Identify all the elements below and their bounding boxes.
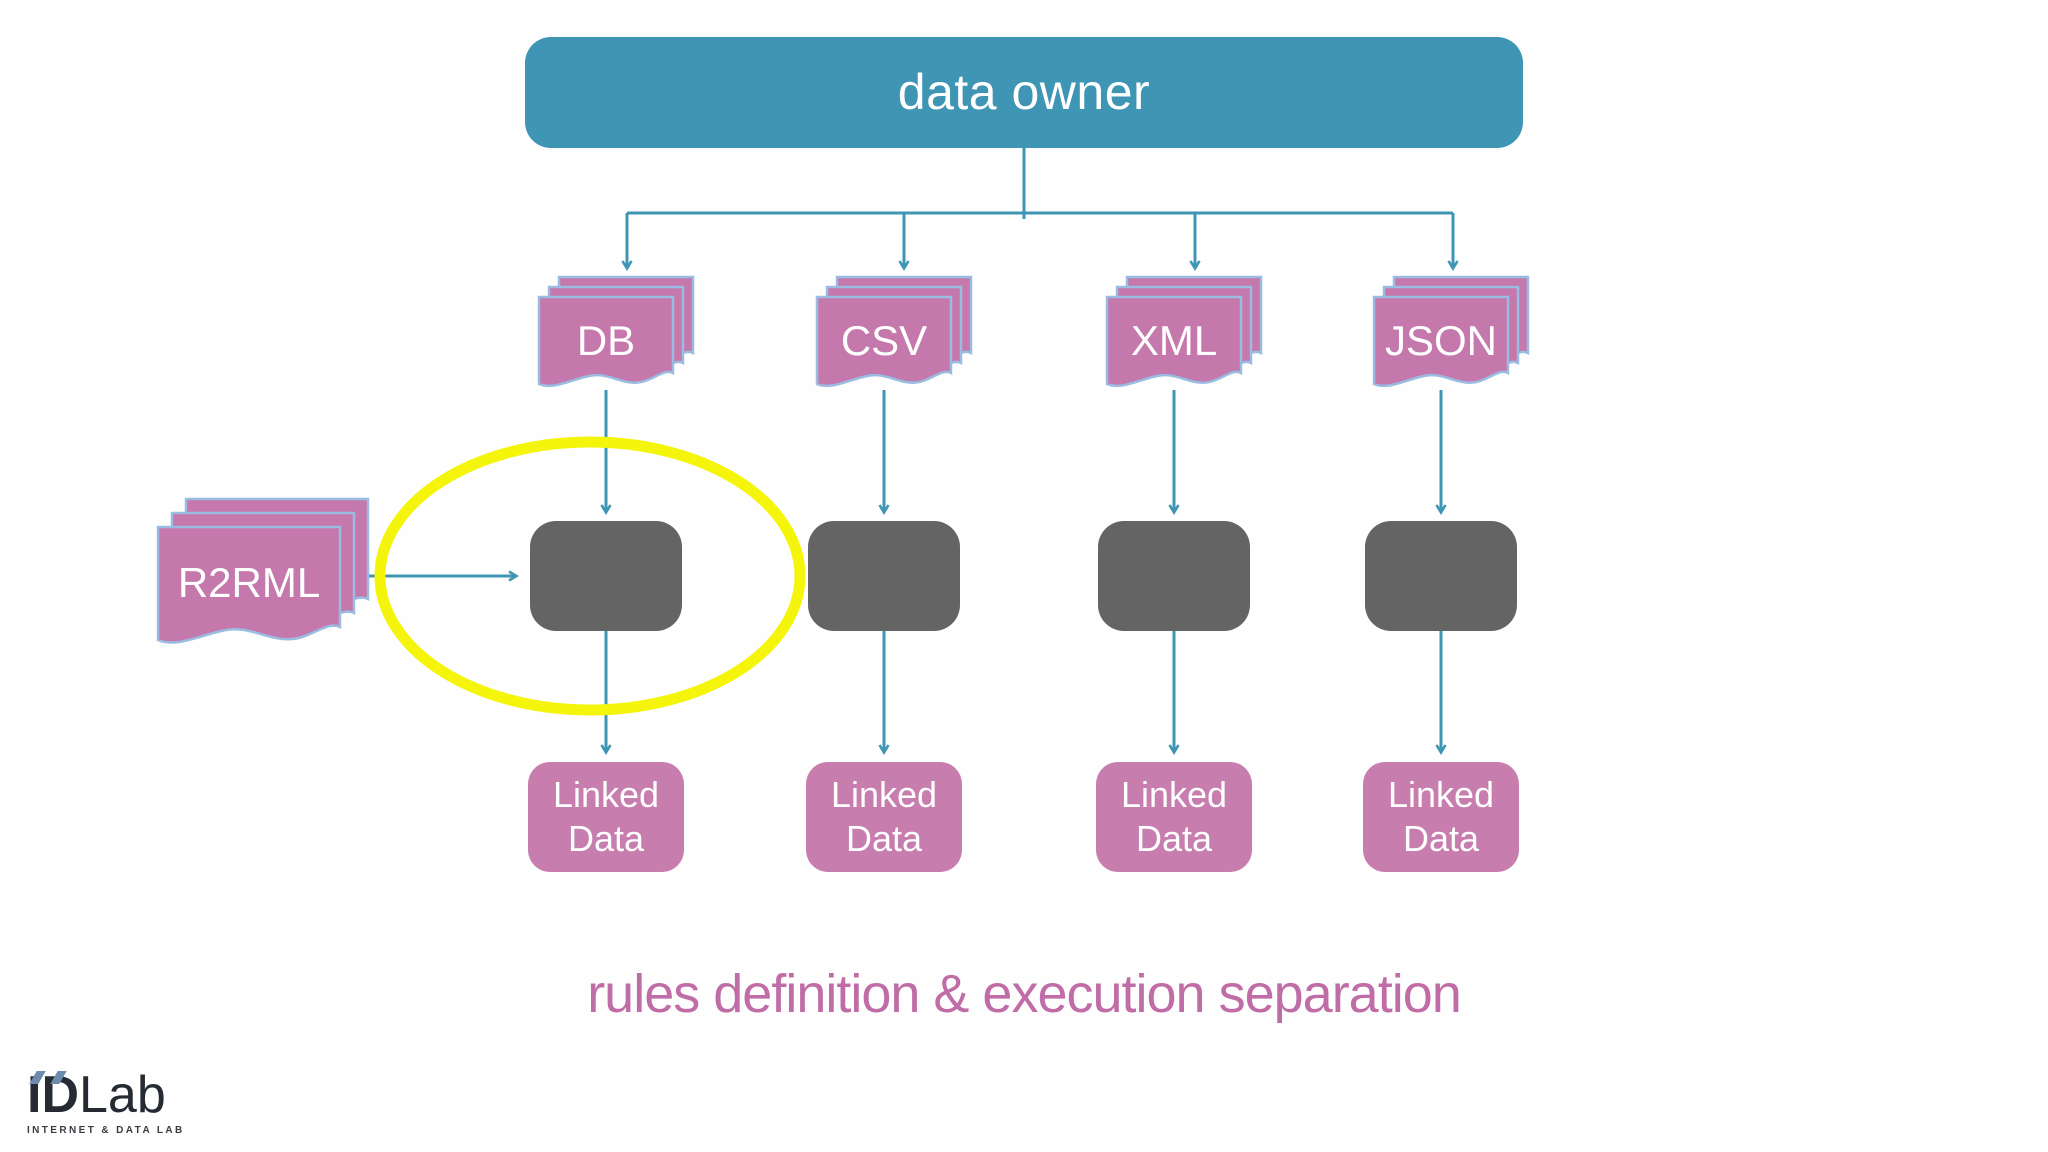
linked-data-label: Linked Data xyxy=(830,774,938,859)
processor-box-db xyxy=(530,521,682,631)
json-label: JSON xyxy=(1384,317,1497,364)
linked-data-label: Linked Data xyxy=(1387,774,1495,859)
db-document-stack xyxy=(537,275,695,388)
r2rml-label: R2RML xyxy=(177,559,321,606)
linked-data-label: Linked Data xyxy=(1120,774,1228,859)
idlab-logo: IDLab INTERNET & DATA LAB xyxy=(27,1068,247,1136)
processor-box-csv xyxy=(808,521,960,631)
idlab-logo-subtitle: INTERNET & DATA LAB xyxy=(27,1125,185,1136)
csv-document-stack xyxy=(815,275,973,388)
data-owner-box: data owner xyxy=(525,37,1523,148)
linked-data-box-3: Linked Data xyxy=(1096,762,1252,872)
processor-box-xml xyxy=(1098,521,1250,631)
db-label: DB xyxy=(576,317,636,364)
linked-data-box-4: Linked Data xyxy=(1363,762,1519,872)
logo-text-light: Lab xyxy=(79,1066,166,1124)
highlight-ellipse xyxy=(374,436,806,716)
r2rml-document-stack xyxy=(156,497,370,644)
linked-data-label: Linked Data xyxy=(552,774,660,859)
linked-data-box-2: Linked Data xyxy=(806,762,962,872)
csv-label: CSV xyxy=(840,317,928,364)
xml-document-stack xyxy=(1105,275,1263,388)
linked-data-box-1: Linked Data xyxy=(528,762,684,872)
processor-box-json xyxy=(1365,521,1517,631)
xml-label: XML xyxy=(1130,317,1218,364)
json-document-stack xyxy=(1372,275,1530,388)
idlab-logo-wordmark: IDLab xyxy=(27,1068,247,1122)
slide-caption: rules definition & execution separation xyxy=(587,964,1462,1024)
